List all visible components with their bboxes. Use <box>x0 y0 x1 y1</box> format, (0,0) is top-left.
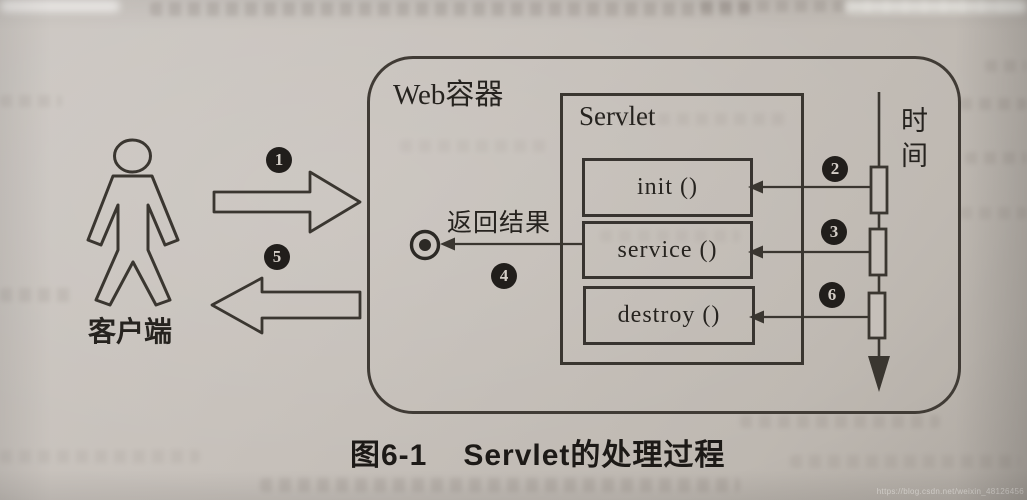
bleed-through-smudge <box>0 288 72 302</box>
servlet-box <box>560 93 804 365</box>
step-3-badge: 3 <box>821 219 847 245</box>
figure-caption: 图6-1 Servlet的处理过程 <box>350 430 725 474</box>
bleed-through-smudge <box>960 207 1027 219</box>
step-1-badge: 1 <box>266 147 292 173</box>
page-glare <box>845 0 1027 13</box>
bleed-through-smudge <box>260 478 740 492</box>
bleed-through-smudge <box>620 113 790 125</box>
client-person-icon <box>86 138 180 307</box>
step-6-badge: 6 <box>819 282 845 308</box>
destroy-method-box: destroy () <box>583 286 755 345</box>
bleed-through-smudge <box>150 2 750 16</box>
request-arrow <box>212 170 362 234</box>
figure-title: Servlet的处理过程 <box>463 439 726 472</box>
timeline-label: 时间 <box>897 106 927 176</box>
service-method-label: service () <box>617 236 718 263</box>
bleed-through-smudge <box>740 415 940 428</box>
init-method-box: init () <box>582 158 753 217</box>
init-method-label: init () <box>637 174 698 200</box>
service-method-box: service () <box>582 221 753 279</box>
bleed-through-smudge <box>960 98 1027 110</box>
return-result-label: 返回结果 <box>447 210 552 237</box>
step-4-badge: 4 <box>491 263 517 289</box>
bleed-through-smudge <box>400 140 550 152</box>
destroy-method-label: destroy () <box>617 302 721 328</box>
web-container-box <box>367 56 961 414</box>
figure-number: 图6-1 <box>350 439 428 472</box>
step-2-badge: 2 <box>822 156 848 182</box>
web-container-label: Web容器 <box>393 79 504 111</box>
bleed-through-smudge <box>600 230 740 242</box>
page-glare <box>0 0 120 12</box>
watermark: https://blog.csdn.net/weixin_48126456 <box>876 487 1024 496</box>
response-arrow <box>210 276 362 335</box>
step-5-badge: 5 <box>264 244 290 270</box>
bleed-through-smudge <box>0 450 200 463</box>
bleed-through-smudge <box>985 60 1027 72</box>
client-label: 客户端 <box>87 316 172 347</box>
servlet-label: Servlet <box>579 101 656 131</box>
bleed-through-smudge <box>0 95 62 107</box>
bleed-through-smudge <box>790 455 1020 468</box>
bleed-through-smudge <box>965 152 1027 164</box>
